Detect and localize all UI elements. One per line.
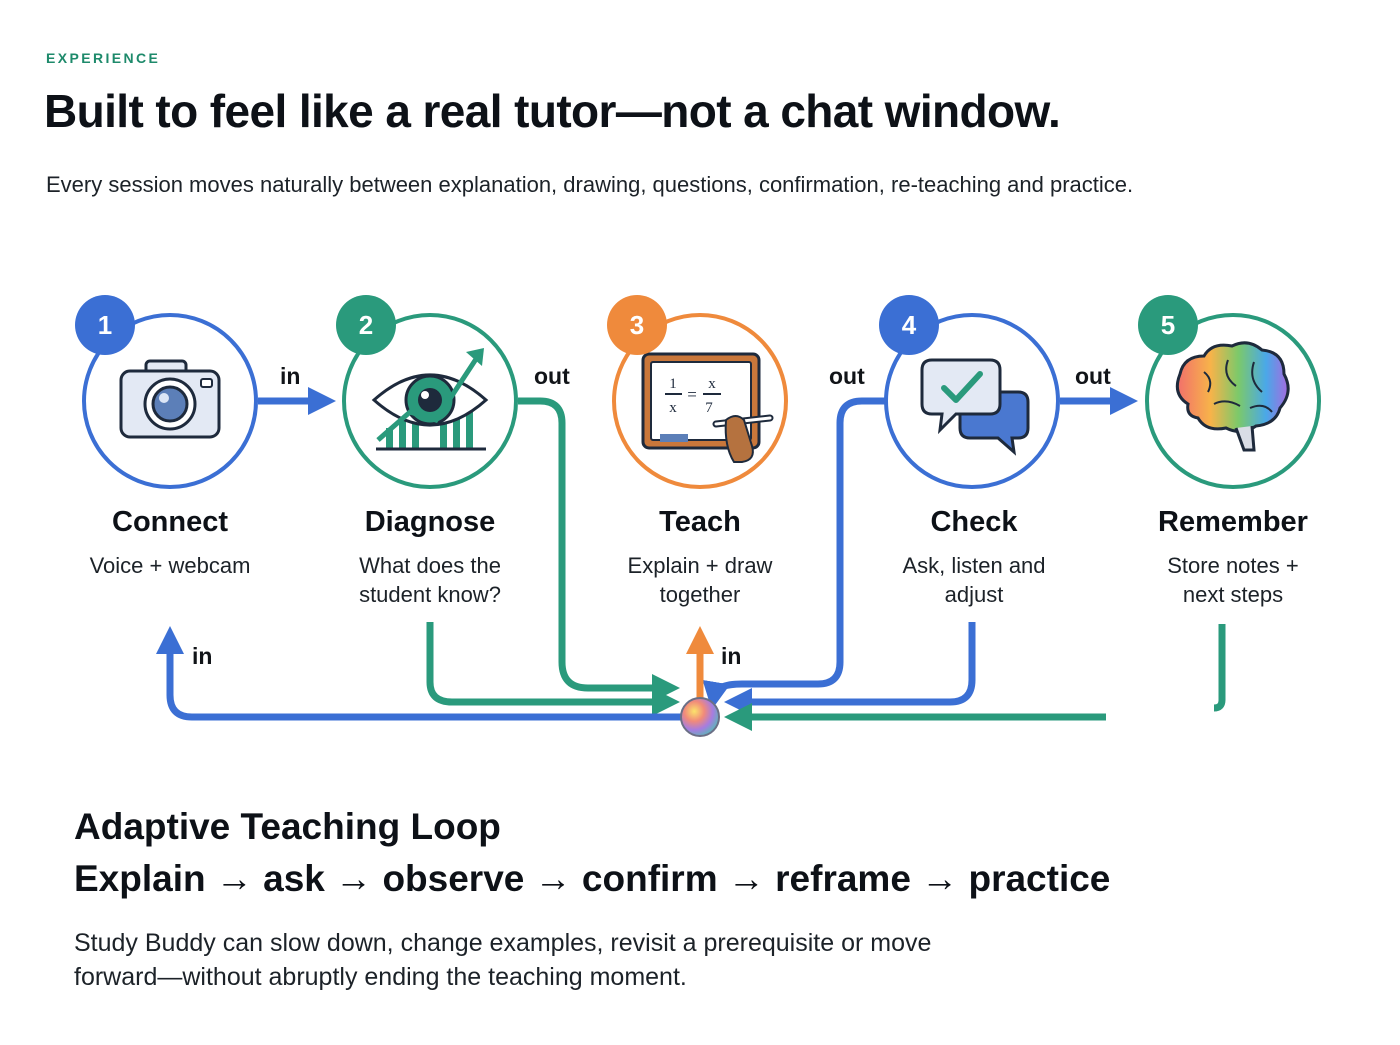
page-title: Built to feel like a real tutor—not a ch… [44,85,1061,137]
step-title-remember: Remember [1158,506,1308,538]
brain-icon [1175,341,1290,452]
step-desc-diagnose: What does the student know? [359,553,501,607]
loop-description: Study Buddy can slow down, change exampl… [74,929,932,991]
step-remember: 5 [1138,295,1321,489]
svg-text:5: 5 [1161,310,1175,340]
step-check: 4 [879,295,1060,489]
step-badge-3 [607,295,667,355]
step-desc-remember: Store notes + next steps [1167,553,1299,607]
connector-diagnose-bottom [426,622,680,716]
connector-hub-connect [156,626,682,721]
camera-icon [119,359,221,439]
connector-diagnose-out [518,397,680,702]
flow-label-diagnose-out: out [534,363,570,389]
connector-remember-bottom [1213,624,1226,712]
eye-chart-icon [371,348,489,451]
step-title-diagnose: Diagnose [364,506,496,538]
step-desc-teach: Explain + draw together [627,553,773,607]
connector-check-in [702,397,888,710]
step-badge-4 [879,295,939,355]
step-connect: 1 [75,295,258,489]
loop-title: Adaptive Teaching Loop [74,806,501,847]
whiteboard-icon: 1 x = x 7 [641,352,774,463]
step-desc-connect: Voice + webcam [89,553,251,578]
teaching-flow-diagram: in out out out in in 1 [75,295,1321,737]
step-title-check: Check [930,506,1018,538]
svg-text:x: x [708,376,716,392]
connector-check-bottom [724,622,976,716]
step-badge-2 [336,295,396,355]
flow-label-hub-connect: in [192,643,212,669]
step-title-connect: Connect [112,506,228,538]
step-diagnose: 2 [336,295,518,489]
svg-text:=: = [687,385,697,404]
step-badge-5 [1138,295,1198,355]
svg-text:1: 1 [98,310,112,340]
section-eyebrow: EXPERIENCE [46,50,161,66]
step-desc-check: Ask, listen and adjust [902,553,1046,607]
svg-text:1: 1 [669,376,677,392]
flow-label-check-remember: out [1075,363,1111,389]
loop-sequence: Explain → ask → observe → confirm → refr… [74,858,1111,899]
svg-text:3: 3 [630,310,644,340]
chat-check-icon [920,358,1030,456]
flow-label-connect-diagnose: in [280,363,300,389]
loop-hub [680,697,720,737]
svg-text:7: 7 [705,400,713,416]
svg-text:x: x [669,400,677,416]
step-badge-1 [75,295,135,355]
step-teach: 1 x = x 7 3 [607,295,788,489]
flow-label-hub-teach: in [721,643,741,669]
svg-text:4: 4 [902,310,917,340]
step-title-teach: Teach [659,506,741,538]
page-subtitle: Every session moves naturally between ex… [46,172,1134,197]
flow-label-check-in: out [829,363,865,389]
svg-text:2: 2 [359,310,373,340]
